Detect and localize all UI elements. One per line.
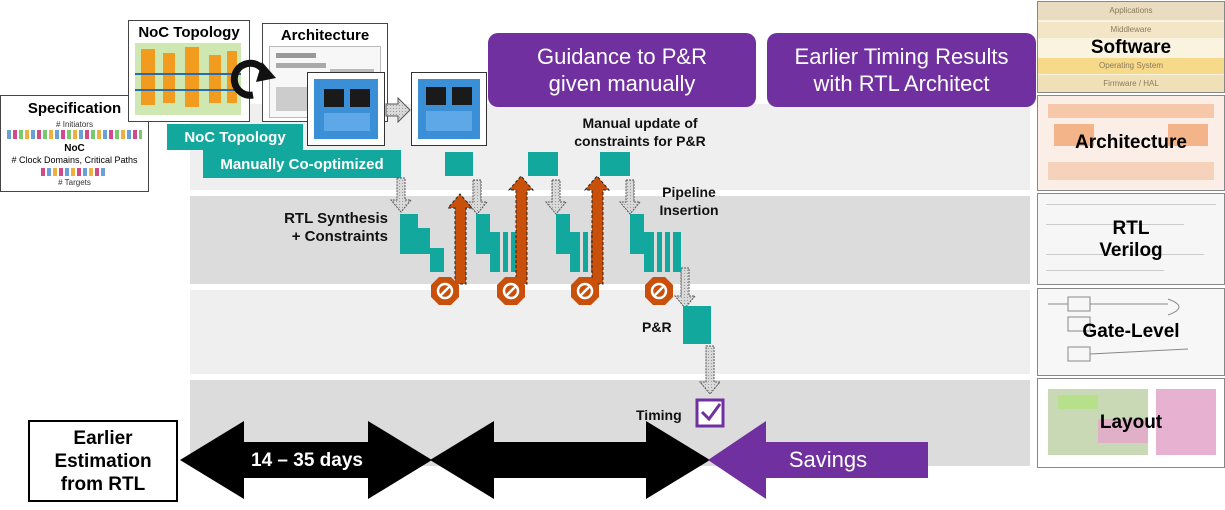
- manually-co-optimized-bar: Manually Co-optimized: [203, 150, 401, 178]
- stop-icon-2: [497, 277, 525, 305]
- timing-label: Timing: [636, 407, 682, 423]
- stack-os: Operating System: [1038, 58, 1224, 74]
- earlier-estimation-box: Earlier Estimation from RTL: [28, 420, 178, 502]
- rtl-staircase-4: [600, 152, 681, 272]
- stack-applications: Applications: [1038, 2, 1224, 20]
- clock-label: # Clock Domains, Critical Paths: [11, 155, 138, 165]
- down-arrow-3: [544, 179, 568, 215]
- stack-gate-label: Gate-Level: [1082, 321, 1180, 342]
- arrow-to-chip: [385, 96, 411, 124]
- stack-firmware: Firmware / HAL: [1038, 75, 1224, 92]
- stack-software: Applications Middleware Operating System…: [1037, 1, 1225, 93]
- down-arrow-2: [465, 179, 489, 215]
- timing-check-icon: [695, 398, 725, 428]
- stack-layout-label: Layout: [1099, 412, 1163, 433]
- up-arrow-2: [507, 175, 535, 285]
- up-arrow-1: [446, 193, 474, 285]
- architecture-thumb-title: Architecture: [280, 27, 370, 44]
- band-gate: [190, 290, 1030, 374]
- stop-icon-4: [645, 277, 673, 305]
- pnr-block: [683, 306, 711, 344]
- guidance-callout: Guidance to P&R given manually: [488, 33, 756, 107]
- rtl-staircase-1: [400, 214, 444, 272]
- stack-rtl-label: RTL: [1112, 218, 1150, 239]
- stack-architecture-label: Architecture: [1075, 132, 1187, 153]
- second-double-arrow: [430, 421, 710, 499]
- initiator-strip: [7, 130, 142, 139]
- manual-update-label: Manual update of constraints for P&R: [574, 115, 706, 149]
- stack-layout: Layout: [1037, 378, 1225, 468]
- down-arrow-4: [618, 179, 642, 215]
- stack-rtl: RTL Verilog: [1037, 193, 1225, 285]
- chip-screenshot-1: [307, 72, 385, 146]
- noc-topology-thumb-title: NoC Topology: [138, 24, 240, 41]
- chip-screenshot-2: [411, 72, 487, 146]
- stack-software-label: Software: [1090, 37, 1172, 58]
- specification-title: Specification: [27, 100, 122, 117]
- noc-topology-thumbnail: NoC Topology: [128, 20, 250, 122]
- rtl-synthesis-label: RTL Synthesis + Constraints: [284, 210, 388, 245]
- noc-topology-graphic: [135, 43, 241, 115]
- savings-arrow: [708, 421, 928, 499]
- stack-gate-level: Gate-Level: [1037, 288, 1225, 376]
- stack-middleware: Middleware: [1038, 22, 1224, 38]
- pipeline-insertion-label: Pipeline Insertion: [659, 184, 719, 218]
- pnr-label: P&R: [642, 319, 672, 335]
- stop-icon-3: [571, 277, 599, 305]
- noc-topology-bar: NoC Topology: [167, 124, 303, 150]
- earlier-estimation-label: Earlier Estimation from RTL: [54, 427, 152, 495]
- down-arrow-6: [698, 345, 722, 395]
- stack-architecture: Architecture: [1037, 95, 1225, 191]
- initiators-label: # Initiators: [56, 120, 93, 129]
- earlier-timing-callout: Earlier Timing Results with RTL Architec…: [767, 33, 1036, 107]
- stack-verilog-label: Verilog: [1099, 240, 1163, 261]
- specification-box: Specification # Initiators NoC # Clock D…: [0, 95, 149, 192]
- days-label: 14 – 35 days: [251, 450, 363, 471]
- down-arrow-5: [673, 267, 697, 309]
- rtl-staircase-2: [445, 152, 516, 272]
- target-strip: [41, 168, 107, 176]
- band-rtl: [190, 196, 1030, 284]
- up-arrow-3: [583, 175, 611, 285]
- gate-schematic: [1048, 296, 1189, 362]
- days-double-arrow: [180, 421, 432, 499]
- noc-label: NoC: [64, 143, 85, 154]
- down-arrow-1: [389, 177, 413, 213]
- stop-icon-1: [431, 277, 459, 305]
- targets-label: # Targets: [58, 178, 91, 187]
- savings-label: Savings: [788, 447, 868, 472]
- rtl-staircase-3: [528, 152, 596, 272]
